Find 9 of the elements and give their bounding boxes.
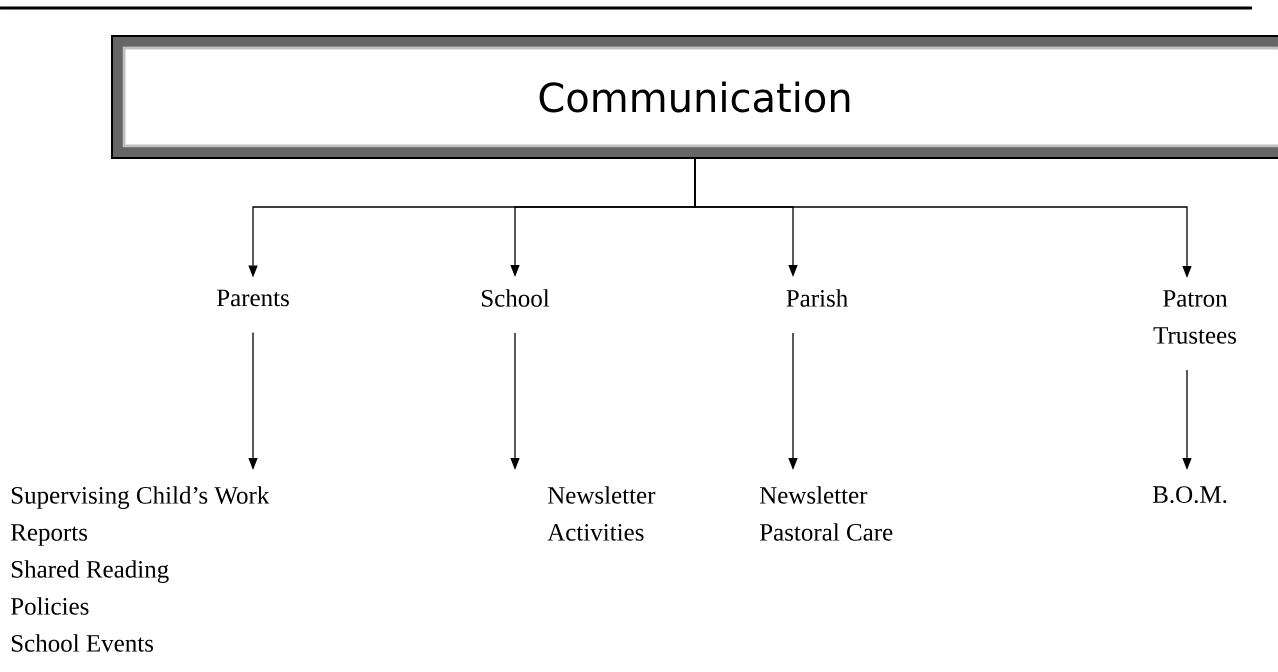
category-label: Parents xyxy=(216,289,289,307)
item-list: B.O.M. xyxy=(1152,486,1227,504)
category-label: School xyxy=(481,289,550,307)
item-list: Newsletter Pastoral Care xyxy=(759,486,893,541)
category-label: Parish xyxy=(786,289,848,307)
item-list: Newsletter Activities xyxy=(547,486,656,541)
category-label: Patron Trustees xyxy=(1153,290,1236,344)
title-box: Communication xyxy=(111,35,1278,159)
item-list: Supervising Child’s Work Reports Shared Reading Policies School Events xyxy=(10,486,270,652)
